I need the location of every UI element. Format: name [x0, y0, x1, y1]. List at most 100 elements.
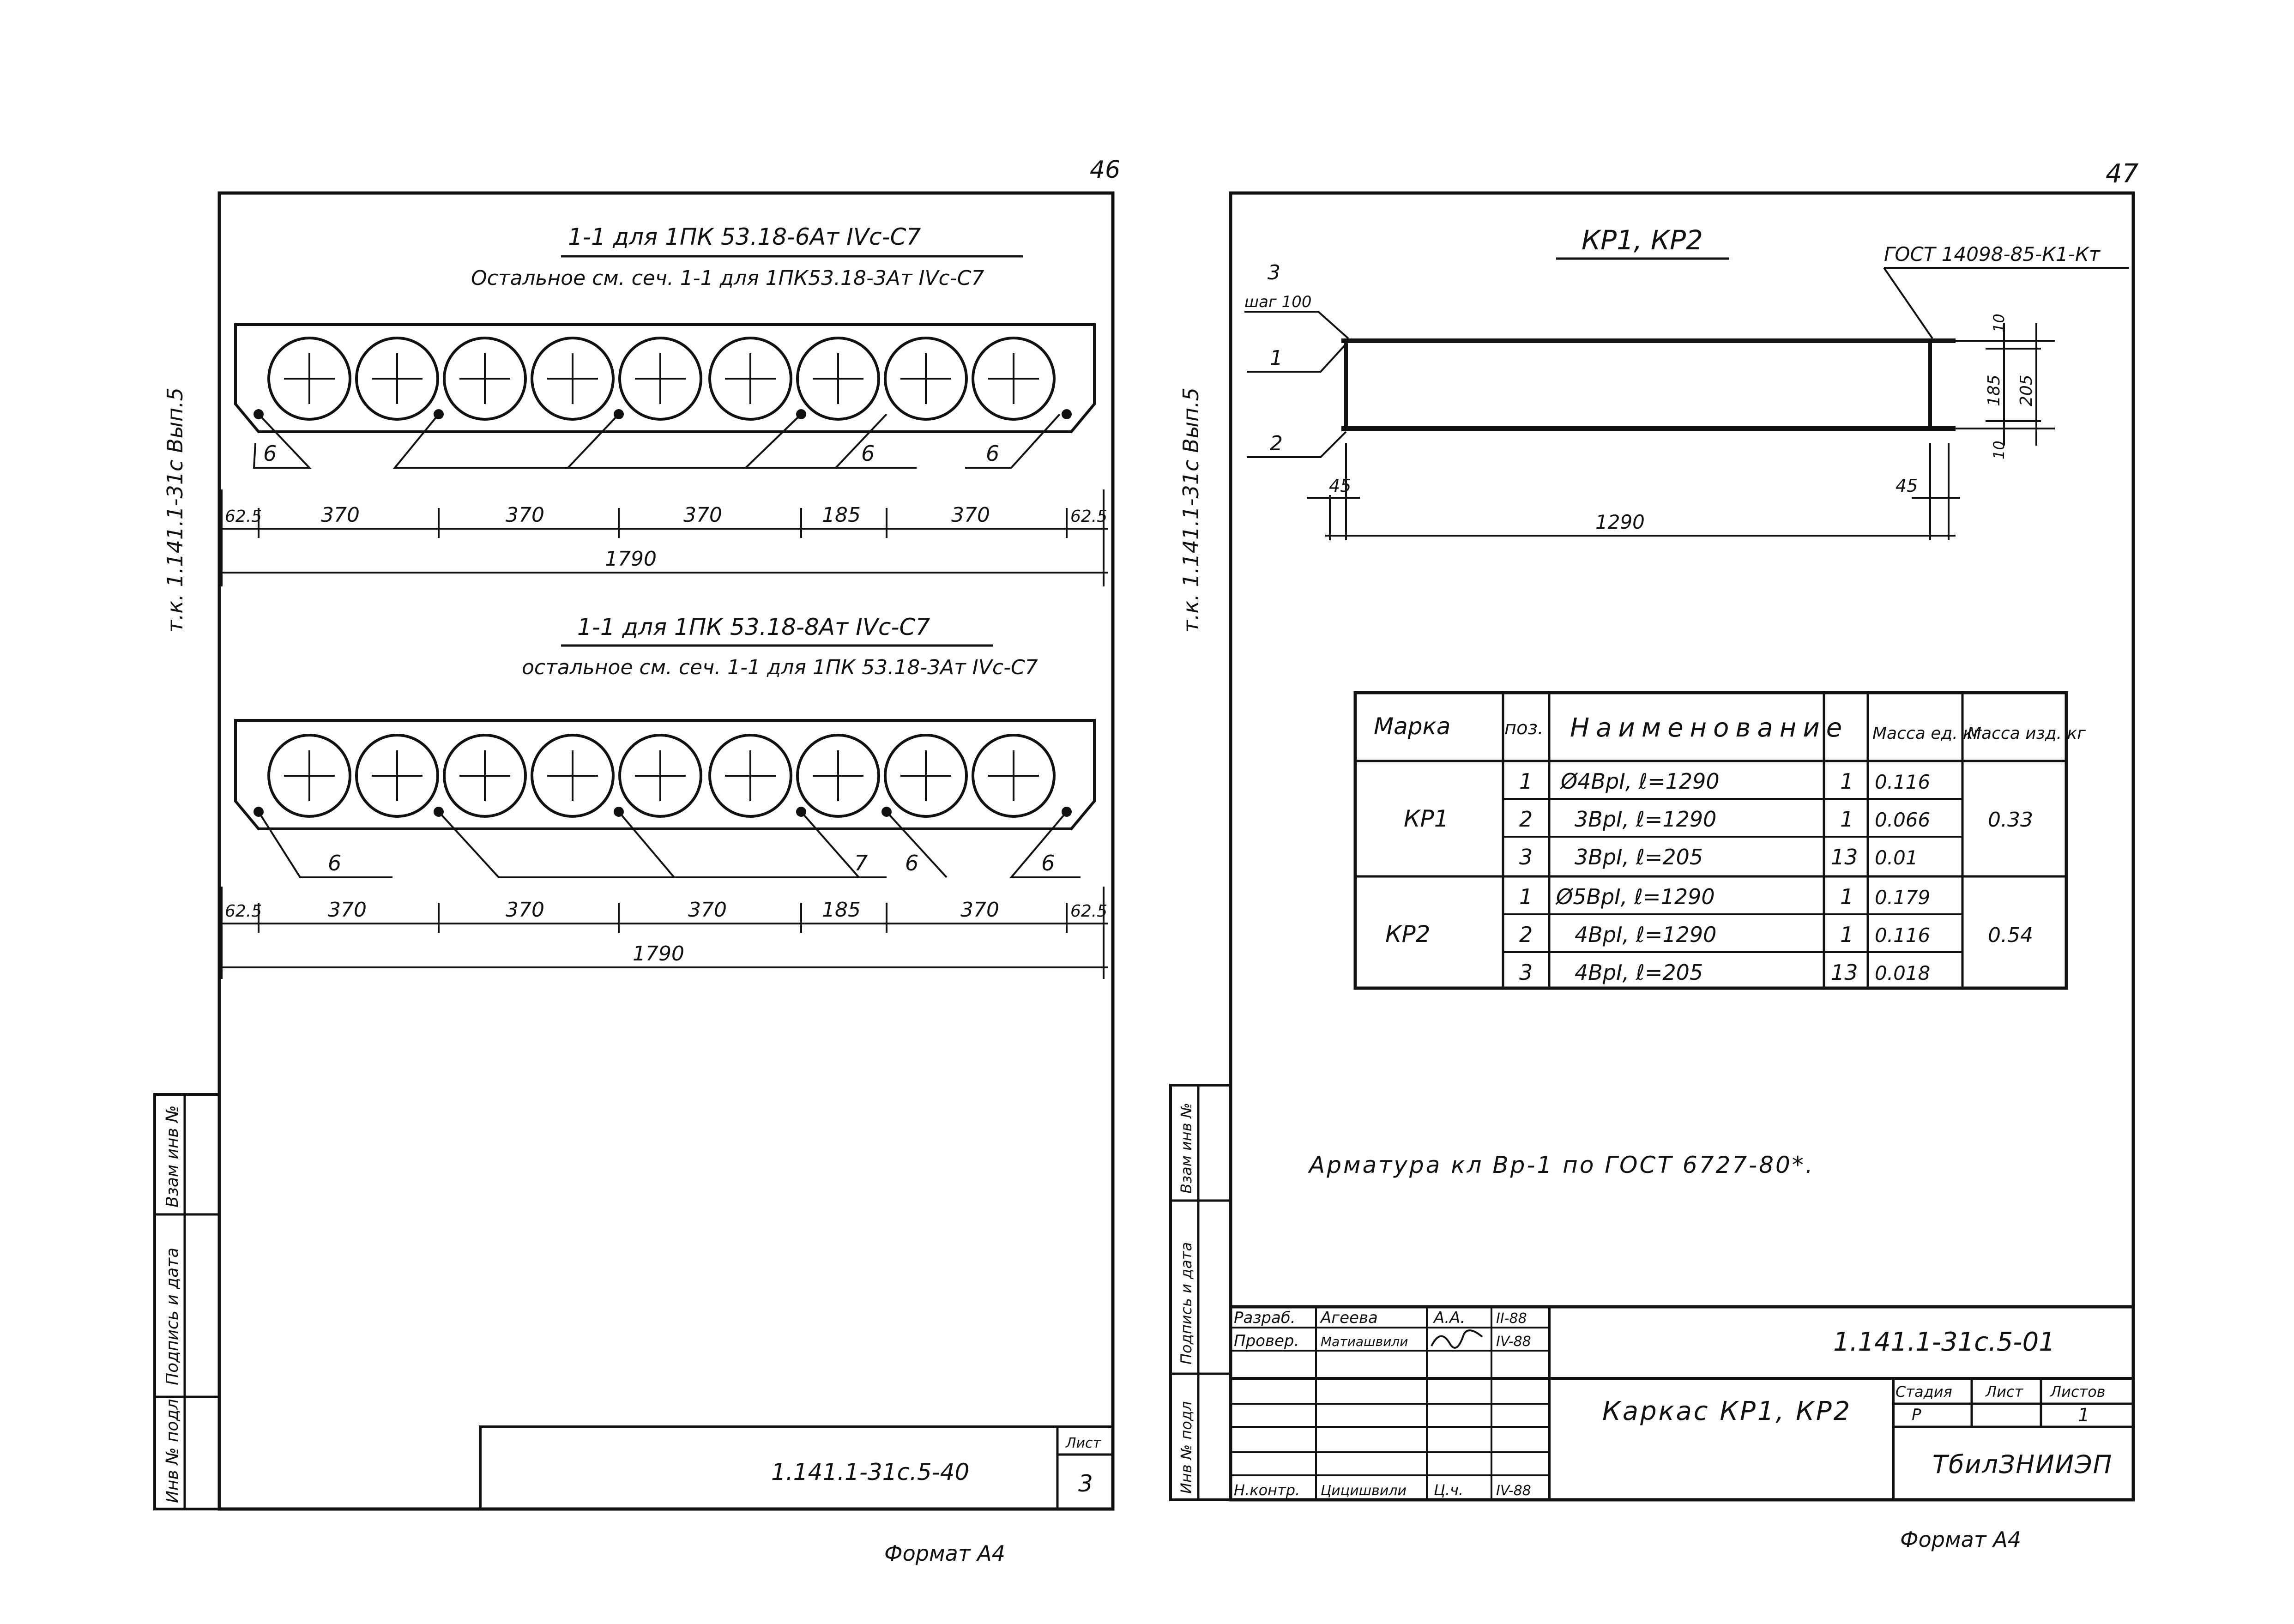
spec-kr1-qty-2: 1 — [1840, 807, 1853, 832]
section1-callout-2: 6 — [861, 441, 875, 466]
page-47: 47 т.к. 1.141.1-31с Вып.5 КР1, КР2 ГОСТ … — [1169, 159, 2139, 1552]
spec-mark-kr1: КР1 — [1404, 805, 1449, 832]
gost-label: ГОСТ 14098-85-К1-Кт — [1884, 243, 2101, 266]
stamp-sign-1: А.А. — [1433, 1309, 1465, 1327]
signature-provier — [1431, 1329, 1483, 1349]
section2-callout-4: 6 — [1041, 851, 1055, 875]
spec-kr2-mass-3: 0.018 — [1875, 962, 1930, 984]
spec-kr1-mass-2: 0.066 — [1875, 809, 1930, 831]
section2-void-8 — [884, 734, 968, 818]
page-number-47: 47 — [2106, 159, 2139, 189]
dim-total-205: 205 — [2017, 374, 2036, 406]
stamp-stage-label: Стадия — [1896, 1383, 1952, 1401]
pos-2-label: 2 — [1270, 432, 1283, 455]
dim-top-10: 10 — [1990, 314, 2008, 332]
section2-callout-1: 6 — [328, 851, 341, 875]
spec-kr2-qty-3: 13 — [1831, 960, 1858, 985]
section2-callout-mid-leader — [438, 811, 887, 878]
dim-left-45: 45 — [1329, 476, 1351, 496]
section1-callout-mid-leader3 — [745, 413, 802, 469]
section1-void-1 — [267, 337, 351, 421]
page-47-side-stamp-3: Взам инв № — [1177, 1103, 1195, 1194]
section1-void-8 — [884, 337, 968, 421]
section2-dim-5: 185 — [822, 898, 861, 922]
spec-table — [1353, 691, 2068, 990]
section1-subtitle: Остальное см. сеч. 1-1 для 1ПК53.18-3Ат … — [471, 266, 984, 290]
dim-right-45: 45 — [1896, 476, 1918, 496]
section1-dim-1: 62.5 — [225, 507, 262, 526]
section2-dim-1: 62.5 — [225, 902, 262, 921]
dim-length-1290: 1290 — [1595, 511, 1645, 533]
page-46-format: Формат А4 — [884, 1541, 1005, 1566]
section1-void-4 — [531, 337, 615, 421]
stamp-date-2: IV-88 — [1496, 1334, 1531, 1350]
page-number-46: 46 — [1090, 156, 1120, 184]
section2-dim-total: 1790 — [633, 942, 684, 966]
spec-mark-kr2: КР2 — [1385, 921, 1430, 948]
pos-1-label: 1 — [1270, 346, 1283, 370]
pos-1-leader — [1247, 343, 1347, 373]
spec-kr2-qty-1: 1 — [1840, 884, 1853, 909]
section2-void-4 — [531, 734, 615, 818]
spec-kr1-name-1: Ø4ВрI, ℓ=1290 — [1560, 769, 1720, 794]
spec-kr1-total-mass: 0.33 — [1988, 808, 2033, 832]
stamp-role-1: Разраб. — [1234, 1309, 1296, 1327]
spec-kr2-total-mass: 0.54 — [1988, 924, 2033, 947]
frame-dimension-lines — [1307, 323, 2055, 540]
section2-dimensions — [219, 887, 1108, 979]
section1-dim-7: 62.5 — [1070, 507, 1107, 526]
stamp-name-1: Агеева — [1320, 1309, 1378, 1327]
spec-kr1-pos-3: 3 — [1519, 845, 1533, 869]
section2-void-3 — [443, 734, 527, 818]
page-46-bottom-stamp — [479, 1425, 1114, 1510]
section2-dim-7: 62.5 — [1070, 902, 1107, 921]
section1-callout-mid-leader2 — [567, 413, 620, 469]
section1-dim-6: 370 — [951, 503, 990, 527]
page-47-title-block — [1231, 1305, 2133, 1500]
section2-dim-3: 370 — [506, 898, 544, 922]
stamp-role-3: Н.контр. — [1234, 1481, 1300, 1499]
spec-kr2-qty-2: 1 — [1840, 922, 1853, 947]
stamp-name-2: Матиашвили — [1321, 1334, 1408, 1349]
pos-3-label: 3 — [1268, 261, 1280, 284]
section1-dim-4: 370 — [683, 503, 722, 527]
stamp-stage: Р — [1912, 1406, 1921, 1424]
page-46-side-code: т.к. 1.141.1-31с Вып.5 — [163, 387, 187, 633]
stamp-sheet-label: Лист — [1985, 1383, 2023, 1401]
section1-void-6 — [708, 337, 792, 421]
spec-kr1-pos-2: 2 — [1519, 807, 1533, 832]
section2-title: 1-1 для 1ПК 53.18-8Ат IVс-С7 — [577, 614, 930, 640]
spec-kr2-name-3: 4ВрI, ℓ=205 — [1575, 960, 1703, 985]
dim-mid-185: 185 — [1985, 374, 2004, 406]
section1-void-2 — [355, 337, 439, 421]
section2-voids — [267, 734, 1056, 818]
spec-kr2-name-1: Ø5ВрI, ℓ=1290 — [1555, 884, 1715, 909]
page-47-side-stamp-1: Инв № подл — [1177, 1401, 1195, 1494]
stamp-document-code: 1.141.1-31с.5-01 — [1833, 1327, 2055, 1357]
spec-kr1-name-3: 3ВрI, ℓ=205 — [1575, 845, 1703, 869]
spec-header-total-mass: Масса изд. кг — [1967, 724, 2086, 743]
section2-callout-right-leader — [1009, 811, 1081, 878]
section2-callout-mid-leader4 — [886, 811, 948, 878]
frame-title: КР1, КР2 — [1582, 224, 1703, 256]
spec-kr2-pos-2: 2 — [1519, 922, 1533, 947]
spec-kr2-pos-1: 1 — [1519, 884, 1533, 909]
section1-dim-3: 370 — [506, 503, 544, 527]
section1-callout-mid-leader4 — [835, 413, 887, 469]
spec-kr1-qty-3: 13 — [1831, 845, 1858, 869]
spec-kr2-mass-1: 0.179 — [1875, 886, 1930, 909]
spec-header-name: Наименование — [1570, 713, 1848, 743]
section2-void-5 — [618, 734, 702, 818]
section1-callout-1: 6 — [263, 441, 277, 466]
section1-callout-3: 6 — [986, 441, 999, 466]
page-46-frame — [217, 191, 1115, 1511]
page-46-side-stamp-2: Подпись и дата — [163, 1248, 182, 1385]
section2-dim-4: 370 — [688, 898, 727, 922]
stamp-role-2: Провер. — [1234, 1332, 1299, 1350]
section1-title: 1-1 для 1ПК 53.18-6Ат IVс-С7 — [568, 223, 921, 250]
section2-dim-2: 370 — [328, 898, 367, 922]
spec-kr1-pos-1: 1 — [1519, 769, 1533, 794]
stamp-organization: ТбилЗНИИЭП — [1932, 1450, 2113, 1479]
page-46-stamp-sheet: 3 — [1078, 1470, 1093, 1497]
gost-leader — [1883, 267, 1933, 339]
